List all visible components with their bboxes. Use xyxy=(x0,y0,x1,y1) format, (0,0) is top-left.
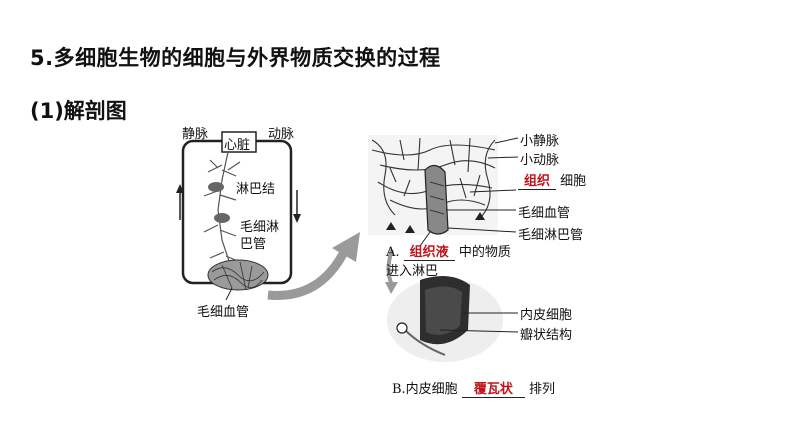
capillary-label-left: 毛细血管 xyxy=(197,305,250,320)
venule-label: 小静脉 xyxy=(520,134,560,149)
lymph-node-2 xyxy=(214,213,230,223)
transition-arrow xyxy=(267,247,350,300)
artery-label: 动脉 xyxy=(268,127,295,142)
b-prefix: B.内皮细胞 xyxy=(392,382,458,397)
valve-label: 瓣状结构 xyxy=(520,328,573,343)
statement-a-line1: A. 组织液 中的物质 xyxy=(386,241,511,261)
endothelial-label: 内皮细胞 xyxy=(520,308,573,323)
lymph-capillary-label-1: 毛细淋 xyxy=(240,220,280,235)
a-text: 中的物质 xyxy=(458,245,511,260)
lymph-capillary-label-2: 巴管 xyxy=(240,237,267,252)
lymph-node-1 xyxy=(208,182,224,192)
section-subtitle: (1)解剖图 xyxy=(30,99,127,123)
tissue-suffix: 细胞 xyxy=(560,174,587,189)
lymph-vessel-tree xyxy=(203,151,241,271)
lymph-capillary-label-right: 毛细淋巴管 xyxy=(518,228,584,243)
page-title: 5.多细胞生物的细胞与外界物质交换的过程 xyxy=(30,46,441,70)
b-answer: 覆瓦状 xyxy=(461,378,525,398)
tissue-diagram xyxy=(368,135,519,247)
arteriole-label: 小动脉 xyxy=(520,153,560,168)
statement-a-line2: 进入淋巴 xyxy=(386,264,439,279)
a-prefix: A. xyxy=(386,245,400,260)
b-suffix: 排列 xyxy=(528,382,555,397)
tissue-cell-label: 组织 细胞 xyxy=(518,170,586,190)
capillary-label-right: 毛细血管 xyxy=(518,206,571,221)
lymph-node-label: 淋巴结 xyxy=(236,182,276,197)
vein-label: 静脉 xyxy=(182,127,209,142)
heart-label: 心脏 xyxy=(224,138,251,153)
lymph-capillary xyxy=(424,164,449,235)
a-answer: 组织液 xyxy=(403,241,455,261)
statement-b: B.内皮细胞 覆瓦状 排列 xyxy=(392,378,555,398)
endothelial-tube xyxy=(387,276,519,362)
heart-box xyxy=(221,131,257,153)
tissue-answer: 组织 xyxy=(518,170,557,190)
